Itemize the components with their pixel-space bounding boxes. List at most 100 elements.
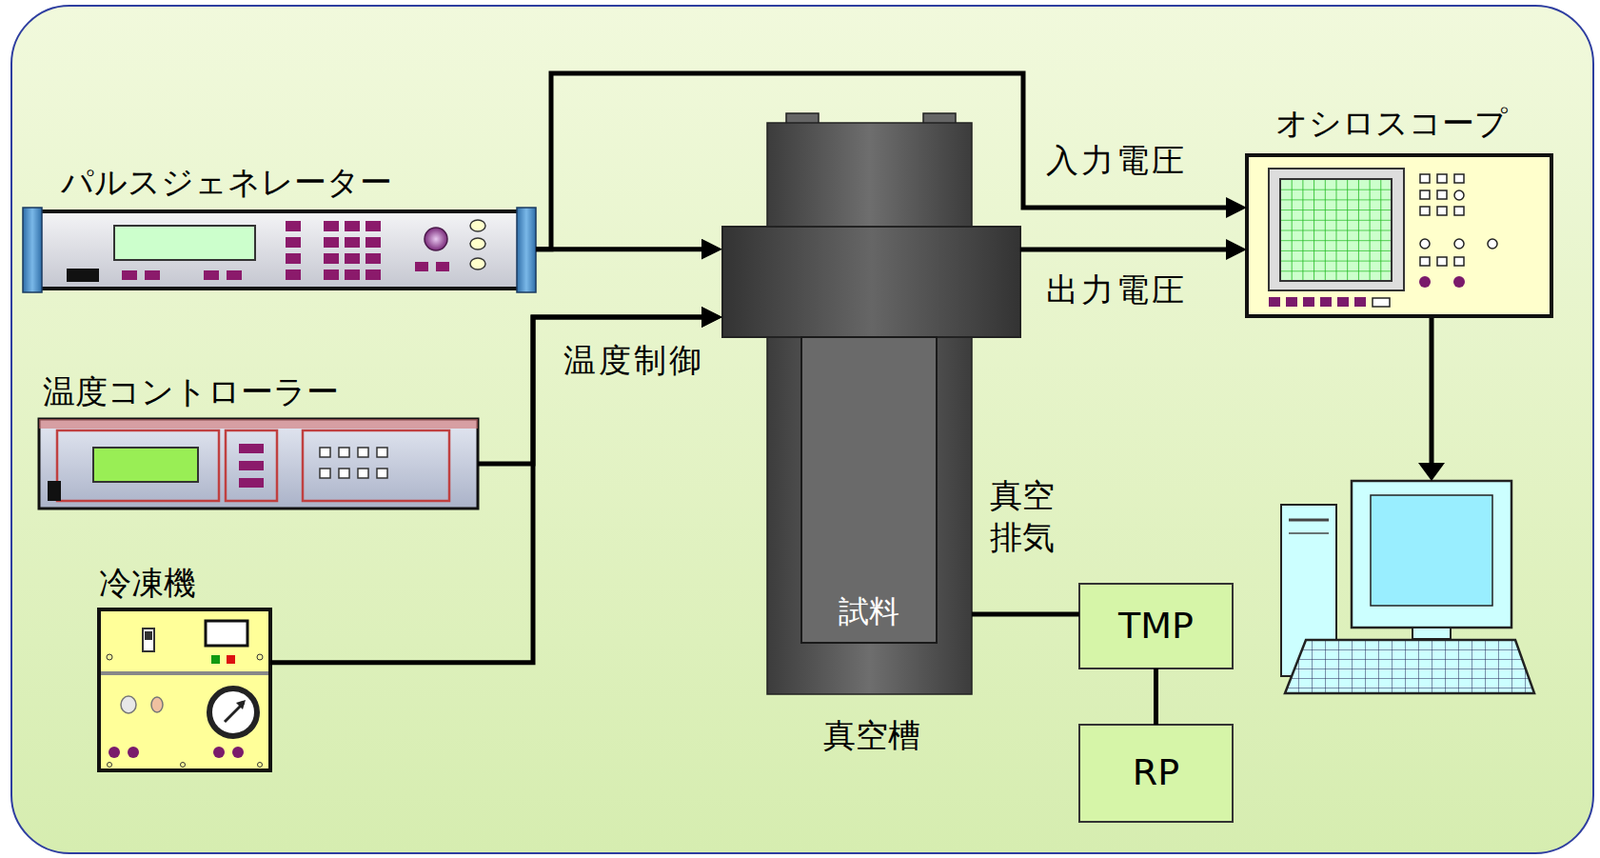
drawing-part-part (1285, 296, 1298, 307)
drawing-part-part (1420, 174, 1430, 183)
computer-drawing-part (1351, 480, 1512, 628)
temperature-controller: 温度コントローラー (39, 418, 478, 509)
pulse-generator-drawing-part (285, 269, 301, 280)
pulse-generator-drawing-part (114, 225, 256, 260)
node-text: 試料 (838, 593, 900, 630)
computer-drawing-part (1288, 518, 1329, 522)
sample: 試料 (801, 336, 937, 643)
drawing-part-part (1437, 174, 1447, 183)
computer-drawing-part (1284, 639, 1535, 693)
computer-drawing-part (1370, 494, 1493, 606)
drawing-part-part (1420, 190, 1430, 199)
node-text: TMP (1118, 605, 1194, 648)
temperature-controller-drawing-part (39, 418, 478, 509)
temperature-controller-drawing-part (93, 447, 198, 482)
pulse-generator-drawing-part (344, 220, 360, 232)
pulse-generator: パルスジェネレーター (22, 209, 536, 291)
refrigerator-drawing (98, 609, 271, 771)
computer-drawing-part (1288, 532, 1329, 534)
pulse-generator-drawing-part (121, 270, 138, 280)
oscilloscope-drawing-part (1453, 276, 1465, 288)
pulse-generator-drawing-part (285, 220, 301, 232)
drawing-part-part (1420, 256, 1430, 266)
drawing-part-part (1454, 238, 1464, 249)
computer-drawing (1281, 317, 1535, 693)
drawing-part-part (1354, 296, 1366, 307)
connector (1020, 247, 1238, 253)
drawing-part-part (1437, 206, 1447, 216)
refrigerator-drawing-part (100, 671, 269, 675)
pulse-generator-drawing-part (39, 211, 519, 289)
pulse-generator-drawing-part (365, 237, 381, 248)
oscilloscope-drawing-part (1246, 155, 1552, 317)
turbo-pump-box: TMP (1079, 583, 1233, 669)
refrigerator-drawing-part (211, 654, 220, 664)
drawing-part-part (338, 468, 350, 478)
oscilloscope: オシロスコープ (1246, 155, 1552, 317)
pulse-generator-drawing-part (323, 237, 339, 248)
pump-boxes-part (1079, 724, 1233, 822)
drawing-part-part (1268, 296, 1281, 307)
node-text: RP (1132, 751, 1180, 794)
refrigerator-drawing-part (209, 688, 257, 736)
pulse-generator-drawing-part (344, 269, 360, 280)
refrigerator-drawing-part (256, 653, 263, 660)
drawing-part-part (1337, 296, 1349, 307)
drawing-part-part (1303, 296, 1315, 307)
refrigerator-drawing-part (142, 628, 155, 652)
pulse-generator-drawing-part (424, 227, 448, 251)
pulse-generator-drawing-part (470, 219, 486, 232)
pulse-generator-drawing (22, 207, 536, 293)
drawing-part-part (319, 468, 331, 478)
refrigerator: 冷凍機 (98, 609, 271, 771)
refrigerator-drawing-part (236, 699, 246, 710)
drawing-part (319, 447, 388, 478)
drawing-part-part (376, 468, 388, 478)
refrigerator-drawing-part (106, 653, 113, 660)
computer-drawing-part (1429, 317, 1435, 467)
pulse-generator-drawing-part (470, 237, 486, 250)
pulse-generator-drawing-part (226, 270, 242, 280)
connector (270, 316, 713, 663)
connector (1153, 668, 1159, 725)
pump-boxes-part (1079, 583, 1233, 669)
drawing-part-part (1320, 296, 1332, 307)
vacuum-chamber: 試料真空槽 (722, 122, 1021, 694)
drawing-part-part (357, 468, 369, 478)
refrigerator-drawing-part (98, 609, 271, 771)
pulse-generator-drawing-part (365, 220, 381, 232)
device-label: 温度コントローラー (42, 373, 339, 411)
pulse-generator-drawing-part (323, 220, 339, 232)
device-label: パルスジェネレーター (60, 163, 393, 201)
pulse-generator-drawing-part (344, 237, 360, 248)
vacuum-chamber-drawing-part (801, 336, 937, 643)
pulse-generator-drawing-part (365, 253, 381, 264)
refrigerator-drawing-part (107, 762, 113, 768)
signal-label: 温度制御 (563, 338, 705, 381)
pulse-generator-drawing-part (516, 207, 536, 293)
signal-label: 真空 排気 (989, 474, 1058, 558)
connector (535, 73, 1238, 250)
drawing-part-part (338, 447, 350, 457)
drawing-part-part (1454, 256, 1464, 266)
refrigerator-drawing-part (127, 746, 139, 758)
pulse-generator-drawing-part (470, 257, 486, 270)
pulse-generator-drawing-part (414, 261, 429, 272)
temperature-controller-drawing-part (238, 443, 264, 454)
computer-drawing-part (1412, 627, 1451, 639)
refrigerator-drawing-part (108, 746, 120, 758)
refrigerator-drawing-part (120, 695, 137, 713)
drawing-part-part (357, 447, 369, 457)
connector (477, 316, 713, 464)
drawing-part (1420, 174, 1498, 266)
temperature-controller-drawing-part (225, 430, 277, 501)
pulse-generator-drawing-part (66, 268, 99, 282)
refrigerator-drawing-part (226, 654, 236, 664)
temperature-controller-drawing-part (238, 477, 264, 488)
connector (971, 612, 1080, 617)
drawing-part-part (1437, 256, 1447, 266)
computer-drawing-part (1418, 462, 1445, 481)
oscilloscope-drawing-part (1419, 276, 1431, 288)
